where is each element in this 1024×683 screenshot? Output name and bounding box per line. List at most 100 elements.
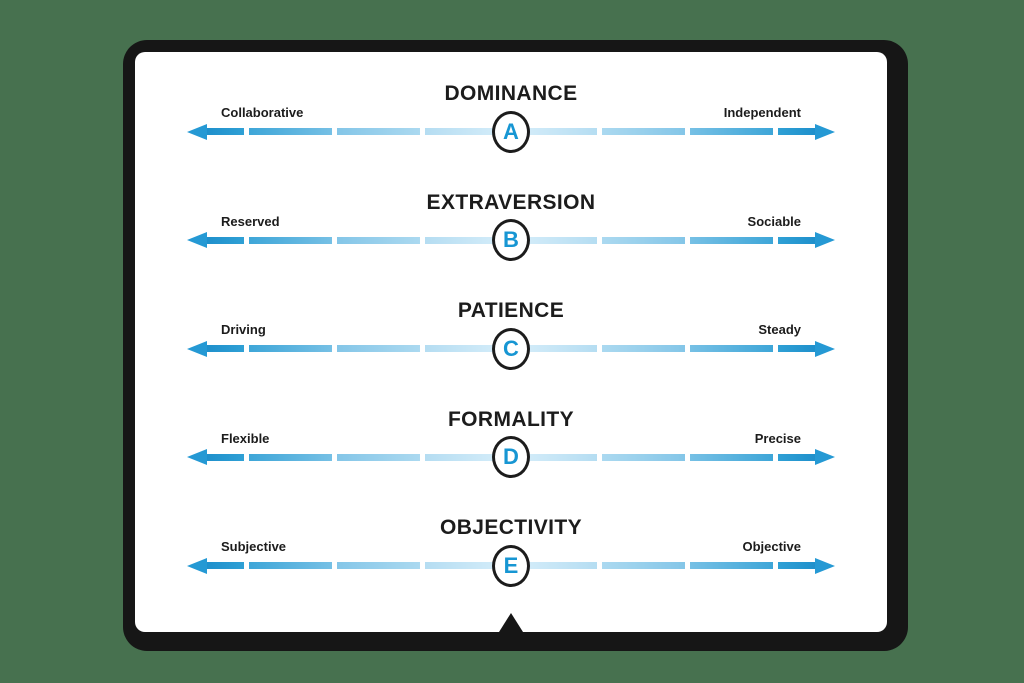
arrow-tip-icon — [187, 232, 207, 248]
right-endpoint-label: Precise — [754, 430, 801, 446]
scale-endpoint-labels: Collaborative Independent — [187, 106, 835, 119]
right-endpoint-label: Steady — [758, 322, 801, 337]
track-segment — [601, 345, 685, 352]
track-segment — [249, 345, 333, 352]
right-arrowhead-icon — [778, 232, 836, 248]
scale-title: OBJECTIVITY — [439, 516, 583, 539]
scale-title: DOMINANCE — [444, 82, 578, 105]
scale-marker-circle: E — [492, 544, 530, 587]
scale-marker-circle: B — [492, 219, 530, 261]
arrow-tail — [207, 345, 244, 352]
track-segment — [601, 236, 685, 244]
right-arrowhead-icon — [778, 340, 836, 357]
scale-extraversion: EXTRAVERSION Reserved Sociable B — [187, 190, 836, 301]
track-segment — [337, 236, 421, 244]
scale-endpoint-labels: Flexible Precise — [187, 432, 835, 445]
track-segment — [689, 236, 774, 244]
scale-marker-circle: C — [492, 327, 530, 370]
card-shadow-frame: DOMINANCE Collaborative Independent A EX… — [123, 40, 908, 651]
track-segment — [513, 128, 597, 135]
arrow-tail — [778, 562, 816, 569]
scale-arrow-track: E — [187, 544, 836, 587]
left-arrowhead-icon — [187, 232, 244, 248]
scale-title: PATIENCE — [457, 299, 565, 322]
left-endpoint-label: Flexible — [221, 430, 270, 446]
scale-objectivity: OBJECTIVITY Subjective Objective E — [187, 516, 836, 626]
track-segment — [689, 453, 774, 461]
arrow-tip-icon — [187, 340, 207, 357]
track-segment — [337, 453, 421, 461]
left-arrowhead-icon — [187, 340, 244, 357]
arrow-tip-icon — [187, 449, 207, 465]
scale-endpoint-labels: Reserved Sociable — [187, 215, 835, 228]
arrow-tail — [778, 236, 816, 244]
track-segment — [337, 562, 421, 569]
right-endpoint-label: Objective — [742, 539, 801, 554]
scale-patience: PATIENCE Driving Steady C — [187, 299, 836, 409]
scale-title: EXTRAVERSION — [426, 190, 596, 214]
track-segment — [337, 345, 421, 352]
track-segment — [513, 345, 597, 352]
right-arrowhead-icon — [778, 449, 836, 465]
arrow-tip-icon — [815, 557, 836, 574]
scale-marker-letter: D — [503, 444, 519, 469]
right-endpoint-label: Sociable — [747, 213, 801, 229]
scale-marker-letter: B — [503, 227, 519, 252]
track-segment — [601, 128, 685, 135]
arrow-tail — [778, 128, 816, 135]
left-arrowhead-icon — [187, 449, 244, 465]
scale-arrow-track: D — [187, 436, 836, 478]
track-segment — [425, 562, 509, 569]
scale-marker-letter: C — [503, 335, 519, 361]
track-segment — [689, 128, 774, 135]
left-endpoint-label: Reserved — [221, 213, 280, 229]
track-segment — [425, 128, 509, 135]
track-segment — [249, 128, 333, 135]
right-arrowhead-icon — [778, 123, 836, 140]
left-arrowhead-icon — [187, 557, 244, 574]
track-segment — [337, 128, 421, 135]
arrow-tip-icon — [187, 557, 207, 574]
track-segment — [425, 236, 509, 244]
arrow-tip-icon — [815, 340, 836, 357]
scale-title: FORMALITY — [447, 407, 575, 431]
right-arrowhead-icon — [778, 557, 836, 574]
left-endpoint-label: Subjective — [221, 539, 287, 554]
track-segment — [689, 345, 774, 352]
scale-marker-circle: D — [492, 436, 530, 478]
arrow-tail — [207, 562, 244, 569]
left-endpoint-label: Driving — [221, 322, 266, 337]
scale-arrow-track: C — [187, 327, 836, 370]
track-segment — [425, 345, 509, 352]
track-segment — [689, 562, 774, 569]
arrow-tip-icon — [815, 449, 836, 465]
track-segment — [513, 562, 597, 569]
track-segment — [601, 453, 685, 461]
track-segment — [425, 453, 509, 461]
scale-marker-letter: A — [503, 118, 519, 144]
scale-dominance: DOMINANCE Collaborative Independent A — [187, 82, 836, 192]
assessment-card: DOMINANCE Collaborative Independent A EX… — [135, 52, 887, 632]
arrow-tail — [207, 128, 244, 135]
right-endpoint-label: Independent — [723, 105, 801, 120]
track-segment — [249, 236, 333, 244]
arrow-tail — [778, 453, 816, 461]
scale-arrow-track: A — [187, 110, 836, 153]
scale-marker-circle: A — [492, 110, 530, 153]
track-segment — [513, 453, 597, 461]
bottom-pointer-triangle-icon — [499, 613, 523, 632]
track-segment — [249, 453, 333, 461]
scale-arrow-track: B — [187, 219, 836, 261]
arrow-tip-icon — [815, 232, 836, 248]
arrow-tip-icon — [815, 123, 836, 140]
left-endpoint-label: Collaborative — [221, 105, 304, 120]
track-segment — [513, 236, 597, 244]
arrow-tail — [207, 236, 244, 244]
track-segment — [601, 562, 685, 569]
scale-endpoint-labels: Driving Steady — [187, 323, 835, 336]
scale-endpoint-labels: Subjective Objective — [187, 540, 835, 553]
scale-formality: FORMALITY Flexible Precise D — [187, 407, 836, 518]
arrow-tip-icon — [187, 123, 207, 140]
left-arrowhead-icon — [187, 123, 244, 140]
arrow-tail — [778, 345, 816, 352]
